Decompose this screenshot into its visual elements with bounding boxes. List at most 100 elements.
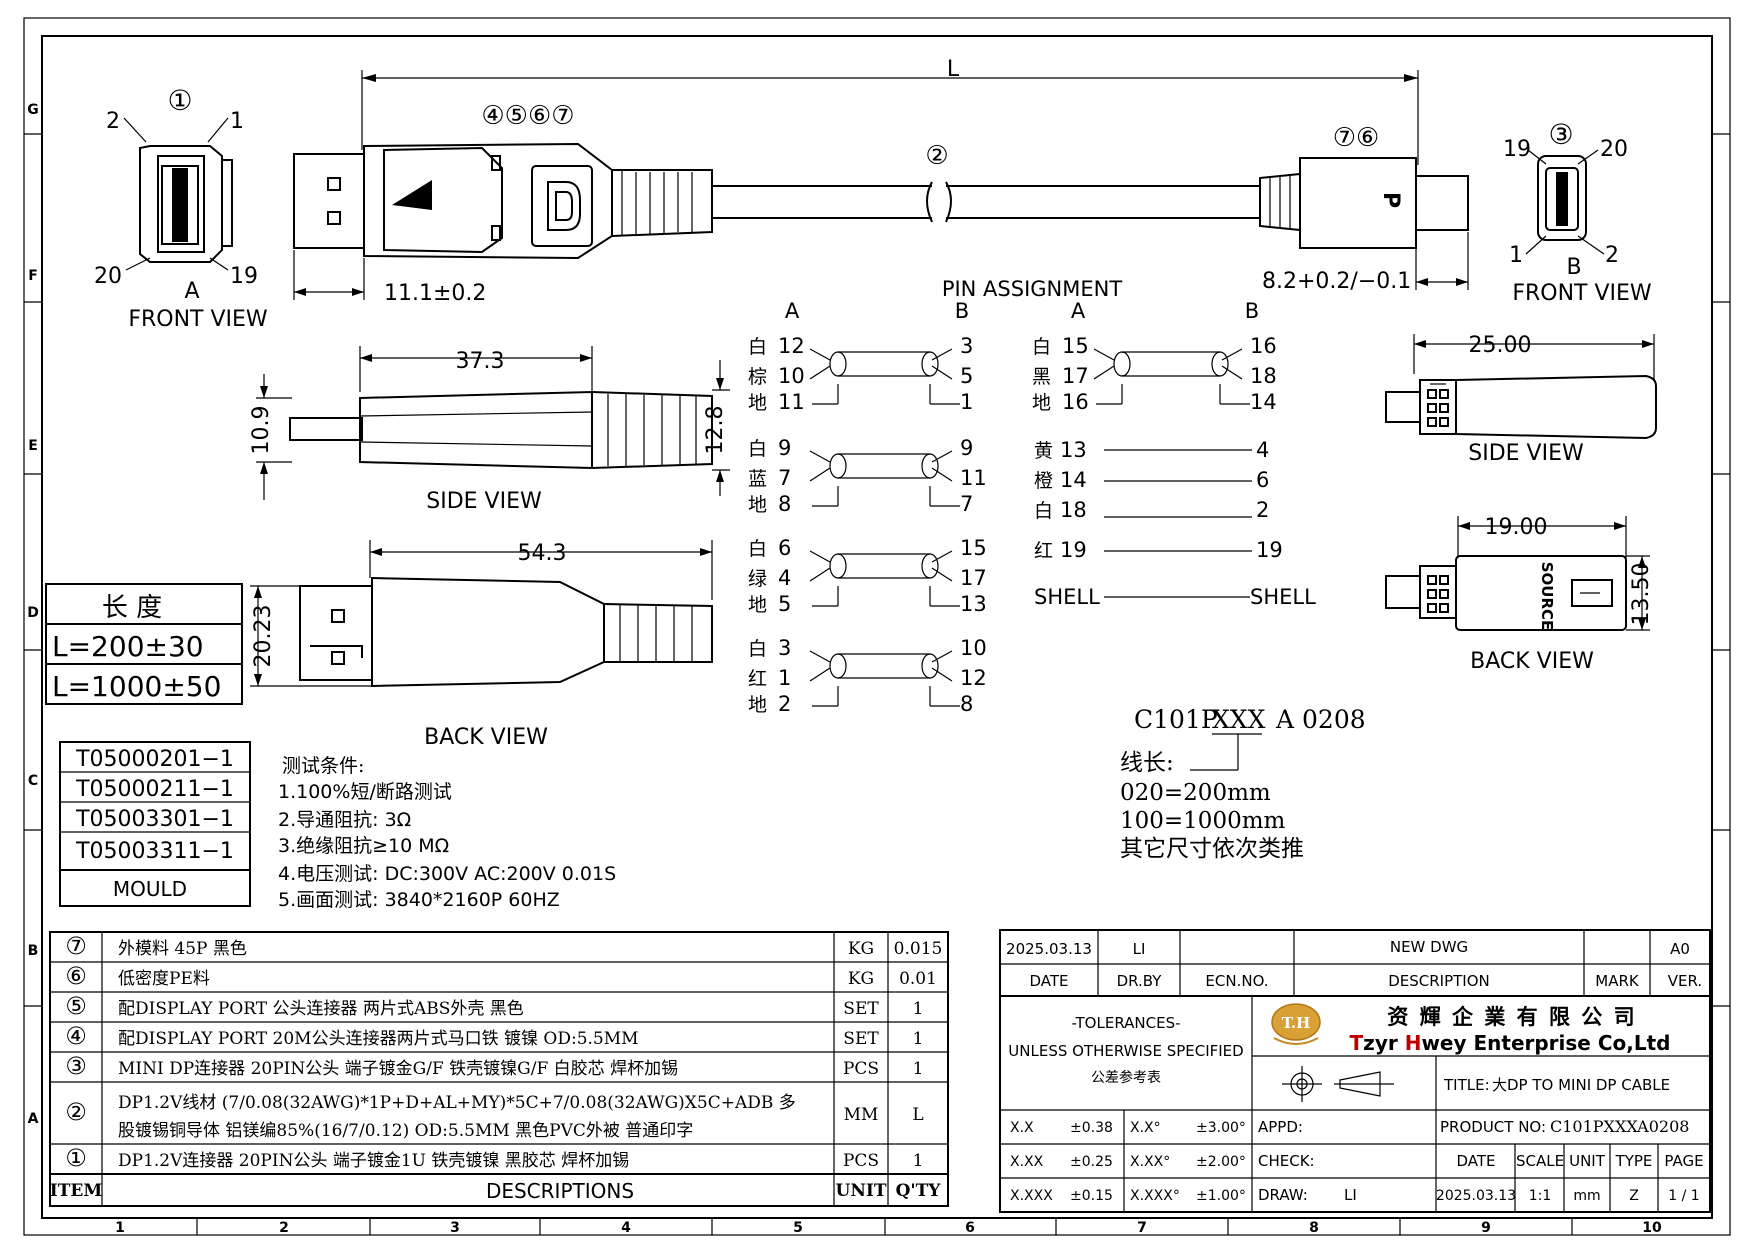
test-title: 测试条件:: [282, 755, 364, 777]
side-view-dp: 37.3 10.9 12.8 SIDE VIEW: [249, 346, 730, 514]
length-table-header: 长 度: [102, 593, 162, 623]
company-logo-text: T.H: [1282, 1014, 1311, 1032]
twisted-pair-4-color-3: 地: [748, 694, 767, 716]
part-number-table: T05000201−1 T05000211−1 T05003301−1 T050…: [59, 741, 251, 907]
single-a-4: 19: [1060, 538, 1087, 562]
front-view-b: ③ 19 20 1 2 B FRONT VIEW: [1503, 118, 1652, 306]
back-mini-label: BACK VIEW: [1470, 649, 1594, 674]
single-color-1: 黄: [1034, 440, 1053, 462]
company-name-en: Tzyr Hwey Enterprise Co,Ltd: [1350, 1031, 1671, 1055]
col-label-8: 8: [1309, 1220, 1319, 1236]
twisted-pair-1-a-pin-3: 11: [778, 390, 805, 414]
twisted-pair-1-color-1: 白: [748, 336, 767, 358]
bom-header-qty: Q'TY: [896, 1181, 942, 1201]
single-color-4: 红: [1034, 540, 1053, 562]
twisted-pair-3-b-pin-1: 15: [960, 536, 987, 560]
twisted-pair-5-color-1: 白: [1032, 336, 1051, 358]
tol-angle-key-1: X.X°: [1130, 1120, 1161, 1136]
product-no: C101PXXXA0208: [1550, 1117, 1689, 1136]
tol-key-1: X.X: [1010, 1120, 1034, 1136]
side-dp-label: SIDE VIEW: [426, 489, 542, 514]
front-a-end: A: [184, 279, 199, 304]
back-dp-label: BACK VIEW: [424, 725, 548, 750]
twisted-pair-5-color-2: 黑: [1032, 366, 1051, 388]
test-item-4: 4.电压测试: DC:300V AC:200V 0.01S: [278, 863, 616, 885]
bom-unit-4: SET: [843, 1029, 879, 1049]
title-block: 2025.03.13 LI NEW DWG A0 DATE DR.BY ECN.…: [999, 929, 1711, 1213]
bom-item-3: ⑤: [65, 992, 87, 1020]
twisted-pair-2-a-pin-3: 8: [778, 492, 791, 516]
callout-front-a: ①: [167, 84, 192, 117]
part-code-legend-title: 线长:: [1120, 750, 1174, 776]
length-table: 长 度 L=200±30 L=1000±50: [45, 583, 243, 705]
twisted-pair-3-b-pin-2: 17: [960, 566, 987, 590]
front-b-pin-19: 19: [1503, 137, 1531, 162]
twisted-pair-3-b-pin-3: 13: [960, 592, 987, 616]
twisted-pair-1-a-pin-1: 12: [778, 334, 805, 358]
pin-col-b-left: B: [955, 299, 969, 323]
info-header-unit: UNIT: [1569, 1152, 1606, 1170]
front-a-pin-19: 19: [230, 264, 258, 289]
test-item-2: 2.导通阻抗: 3Ω: [278, 809, 411, 831]
draw-by: LI: [1344, 1186, 1357, 1204]
sheet-border: G F E D C B A 1 2 3 4 5 6 7 8 9 10: [23, 17, 1731, 1236]
twisted-pair-4-color-2: 红: [748, 668, 767, 690]
dim-side-dp-length: 37.3: [456, 349, 505, 374]
rev-drby: LI: [1133, 940, 1146, 958]
row-label-f: F: [28, 268, 38, 284]
twisted-pair-4-a-pin-3: 2: [778, 692, 791, 716]
tol-val-3: ±0.15: [1070, 1188, 1113, 1204]
back-view-dp: 54.3 20.23 BACK VIEW: [250, 540, 713, 750]
bom-header-desc: DESCRIPTIONS: [486, 1179, 634, 1203]
tol-angle-val-3: ±1.00°: [1196, 1188, 1246, 1204]
tol-angle-key-3: X.XXX°: [1130, 1188, 1180, 1204]
dim-side-dp-h1: 10.9: [249, 406, 274, 455]
title-value: 大DP TO MINI DP CABLE: [1492, 1076, 1670, 1094]
rev-desc: NEW DWG: [1390, 938, 1468, 956]
twisted-pair-3-color-2: 绿: [748, 568, 767, 590]
info-date: 2025.03.13: [1436, 1188, 1516, 1204]
part-no-2: T05000211−1: [75, 777, 234, 802]
callout-cable: ②: [925, 141, 948, 171]
shell-a: SHELL: [1034, 585, 1100, 609]
twisted-pair-5-a-pin-2: 17: [1062, 364, 1089, 388]
info-type: Z: [1629, 1188, 1639, 1204]
mini-dp-logo: P: [1378, 192, 1403, 208]
row-label-a: A: [28, 1111, 39, 1127]
bom-desc-6-line2: 股镀锡铜导体 铝镁编85%(16/7/0.12) OD:5.5MM 黑色PVC外…: [118, 1121, 693, 1141]
single-b-1: 4: [1256, 438, 1269, 462]
dp-logo-icon: [531, 165, 593, 247]
bom-desc-3: 配DISPLAY PORT 公头连接器 两片式ABS外壳 黑色: [118, 999, 524, 1019]
rev-header-ecn: ECN.NO.: [1205, 972, 1268, 990]
col-label-3: 3: [450, 1220, 460, 1236]
bom-desc-4: 配DISPLAY PORT 20M公头连接器两片式马口铁 镀镍 OD:5.5MM: [118, 1029, 639, 1049]
twisted-pair-3-color-1: 白: [748, 538, 767, 560]
front-a-label: FRONT VIEW: [128, 307, 268, 332]
twisted-pair-5-a-pin-1: 15: [1062, 334, 1089, 358]
test-item-5: 5.画面测试: 3840*2160P 60HZ: [278, 889, 560, 911]
twisted-pair-1-b-pin-1: 3: [960, 334, 973, 358]
part-code-prefix: C101P: [1134, 705, 1218, 734]
mould-label: MOULD: [113, 877, 187, 901]
twisted-pair-4-a-pin-2: 1: [778, 666, 791, 690]
row-label-e: E: [28, 438, 38, 454]
single-b-4: 19: [1256, 538, 1283, 562]
title-label: TITLE:: [1443, 1076, 1490, 1094]
front-b-pin-20: 20: [1600, 137, 1628, 162]
rev-header-drby: DR.BY: [1117, 972, 1163, 990]
tol-angle-val-1: ±3.00°: [1196, 1120, 1246, 1136]
twisted-pair-1-color-2: 棕: [748, 366, 767, 388]
twisted-pair-4-color-1: 白: [748, 638, 767, 660]
callout-dp-plug: ④⑤⑥⑦: [481, 101, 574, 131]
twisted-pair-2-color-2: 蓝: [748, 468, 767, 490]
company-name-cn: 资 輝 企 業 有 限 公 司: [1387, 1005, 1636, 1029]
col-label-10: 10: [1642, 1220, 1662, 1236]
bom-unit-3: SET: [843, 999, 879, 1019]
bom-item-4: ④: [65, 1022, 87, 1050]
info-header-date: DATE: [1456, 1152, 1495, 1170]
